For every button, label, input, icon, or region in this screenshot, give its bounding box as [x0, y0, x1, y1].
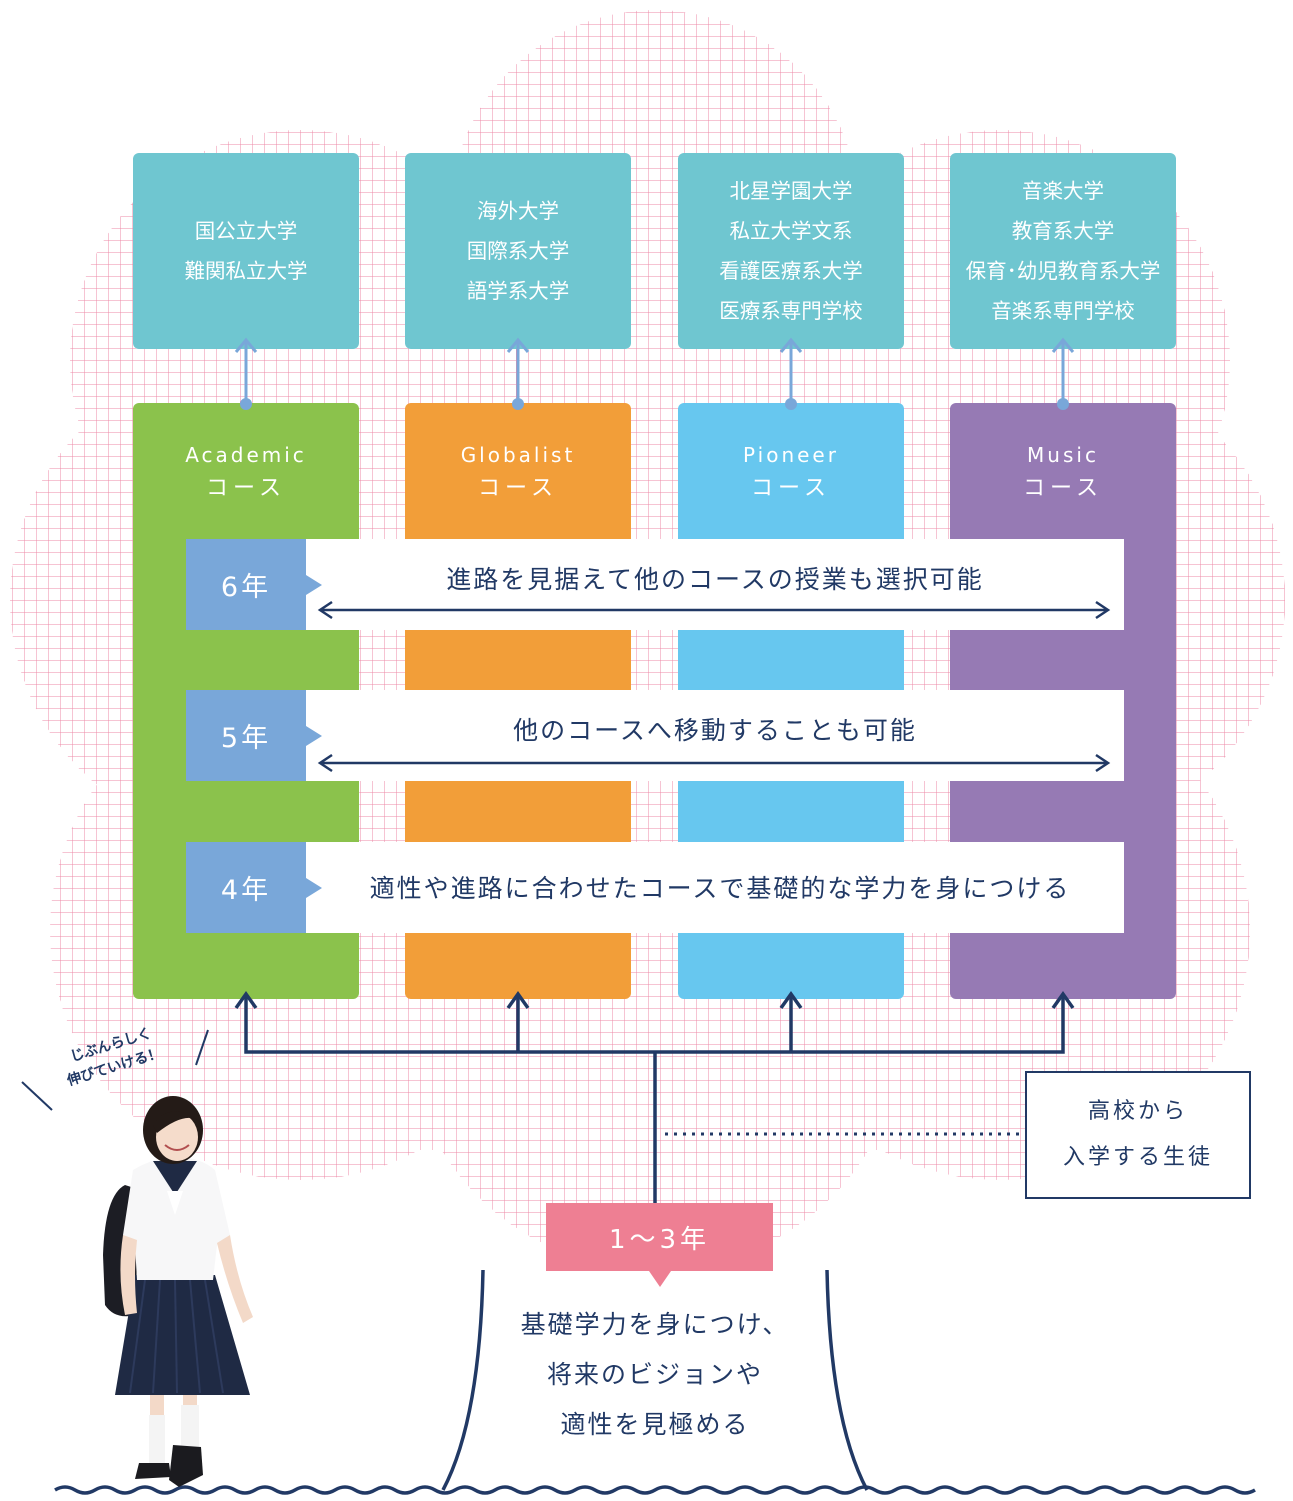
destination-line: 私立大学文系: [729, 219, 853, 243]
destination-line: 難関私立大学: [184, 259, 308, 283]
course-name: Academic: [185, 443, 307, 467]
destination-arrows: [234, 337, 1075, 404]
foundation-text: 基礎学力を身につけ、 将来のビジョンや 適性を見極める: [480, 1300, 830, 1450]
ground-line: [54, 1485, 1256, 1495]
year-label-6: 6年: [186, 539, 322, 630]
student-illustration: [103, 1096, 253, 1487]
destination-line: 音楽系専門学校: [991, 299, 1135, 323]
course-name: Pioneer: [743, 443, 839, 467]
course-title-globalist: Globalist コース: [405, 438, 631, 506]
destination-line: 語学系大学: [466, 279, 570, 303]
year-text-5: 他のコースへ移動することも可能: [513, 716, 917, 745]
double-arrow-icons: [317, 600, 1111, 773]
course-suffix: コース: [206, 476, 286, 501]
foundation-line: 適性を見極める: [560, 1410, 750, 1439]
foundation-line: 将来のビジョンや: [546, 1360, 763, 1389]
destination-line: 海外大学: [477, 199, 559, 223]
course-suffix: コース: [1023, 476, 1103, 501]
destination-line: 国際系大学: [466, 239, 570, 263]
course-name: Globalist: [460, 443, 576, 467]
course-name: Music: [1027, 443, 1099, 467]
destination-line: 医療系専門学校: [719, 299, 863, 323]
destination-line: 音楽大学: [1022, 179, 1104, 203]
destination-music: 音楽大学 教育系大学 保育･幼児教育系大学 音楽系専門学校: [950, 153, 1176, 349]
year-label-5: 5年: [186, 690, 322, 781]
destination-line: 北星学園大学: [729, 179, 853, 203]
year-text-6: 進路を見据えて他のコースの授業も選択可能: [446, 565, 984, 594]
trunk-left: [441, 1269, 485, 1491]
callout-tick-left: [21, 1081, 53, 1111]
high-school-entry-line2: 入学する生徒: [1062, 1145, 1213, 1170]
year-band-4: [186, 842, 1124, 933]
destination-line: 教育系大学: [1011, 219, 1115, 243]
callout-tick-right: [195, 1029, 209, 1066]
destination-line: 保育･幼児教育系大学: [965, 259, 1161, 283]
destination-line: 看護医療系大学: [719, 259, 863, 283]
year-band-5: [186, 690, 1124, 781]
course-suffix: コース: [478, 476, 558, 501]
tree-branches: [234, 990, 1075, 1205]
year-label-4: 4年: [186, 842, 322, 933]
course-suffix: コース: [751, 476, 831, 501]
foundation-line: 基礎学力を身につけ、: [520, 1310, 790, 1339]
destination-pioneer: 北星学園大学 私立大学文系 看護医療系大学 医療系専門学校: [678, 153, 904, 349]
destination-globalist: 海外大学 国際系大学 語学系大学: [405, 153, 631, 349]
high-school-entry-box: 高校から 入学する生徒: [1025, 1071, 1251, 1199]
course-title-music: Music コース: [950, 438, 1176, 506]
destination-academic: 国公立大学 難関私立大学: [133, 153, 359, 349]
course-title-pioneer: Pioneer コース: [678, 438, 904, 506]
year-text-4: 適性や進路に合わせたコースで基礎的な学力を身につける: [369, 874, 1071, 903]
foundation-year-label: 1～3年: [546, 1203, 773, 1287]
high-school-entry-line1: 高校から: [1087, 1099, 1188, 1124]
trunk-right: [825, 1269, 869, 1491]
destination-line: 国公立大学: [194, 219, 298, 243]
year-band-6: [186, 539, 1124, 630]
course-title-academic: Academic コース: [133, 438, 359, 506]
